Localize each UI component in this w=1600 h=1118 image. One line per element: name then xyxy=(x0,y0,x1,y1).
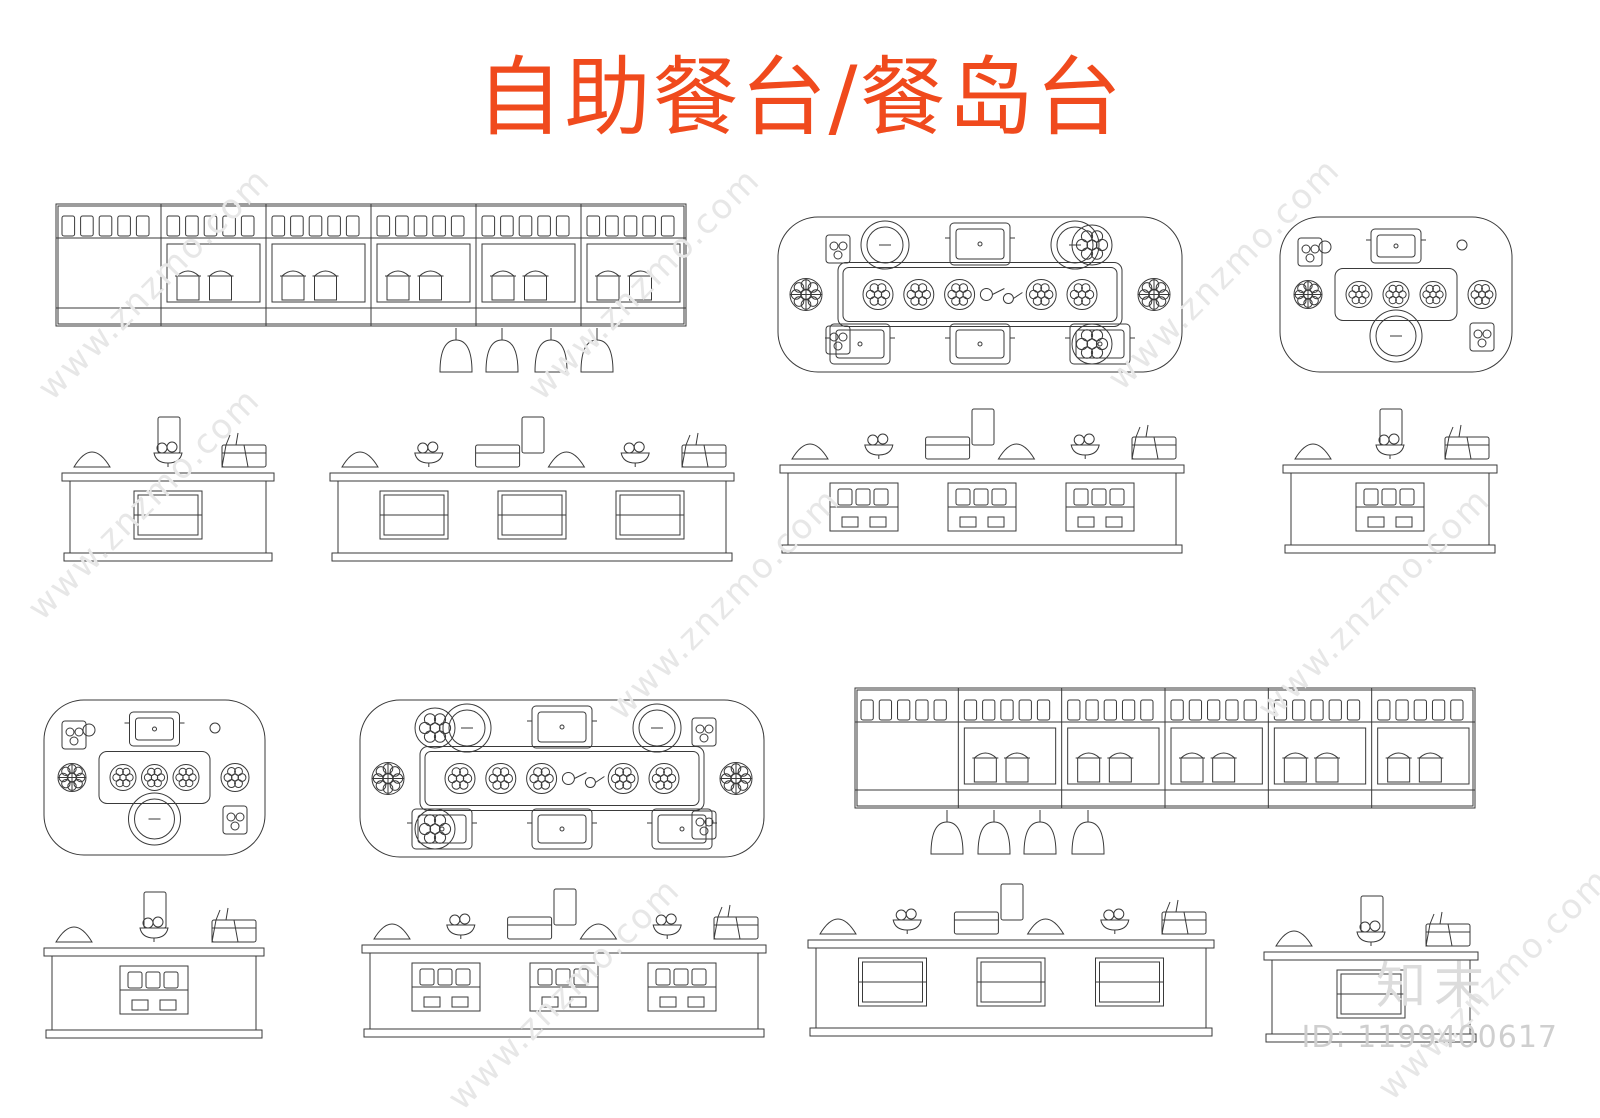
buffet-counter-elevation xyxy=(61,416,275,562)
buffet-counter-elevation xyxy=(361,888,767,1038)
wall-cabinet-elevation xyxy=(854,687,1476,809)
page-title: 自助餐台/餐岛台 xyxy=(476,48,1124,148)
island-plan-large xyxy=(777,216,1183,373)
brand-logo: 知末 xyxy=(1376,957,1492,1015)
buffet-counter-elevation xyxy=(779,408,1185,554)
pendant-lamps xyxy=(930,810,1105,855)
buffet-counter-elevation xyxy=(1263,895,1479,1043)
island-plan-large xyxy=(359,699,765,858)
buffet-counter-elevation xyxy=(43,891,265,1039)
buffet-counter-elevation xyxy=(807,883,1215,1037)
island-plan-small xyxy=(43,699,266,856)
drawing-id-label: ID: 1199400617 xyxy=(1301,1020,1558,1055)
wall-cabinet-elevation xyxy=(55,203,687,327)
pendant-lamps xyxy=(439,328,614,373)
buffet-counter-elevation xyxy=(1282,408,1498,554)
buffet-counter-elevation xyxy=(329,416,735,562)
island-plan-small xyxy=(1279,216,1513,373)
